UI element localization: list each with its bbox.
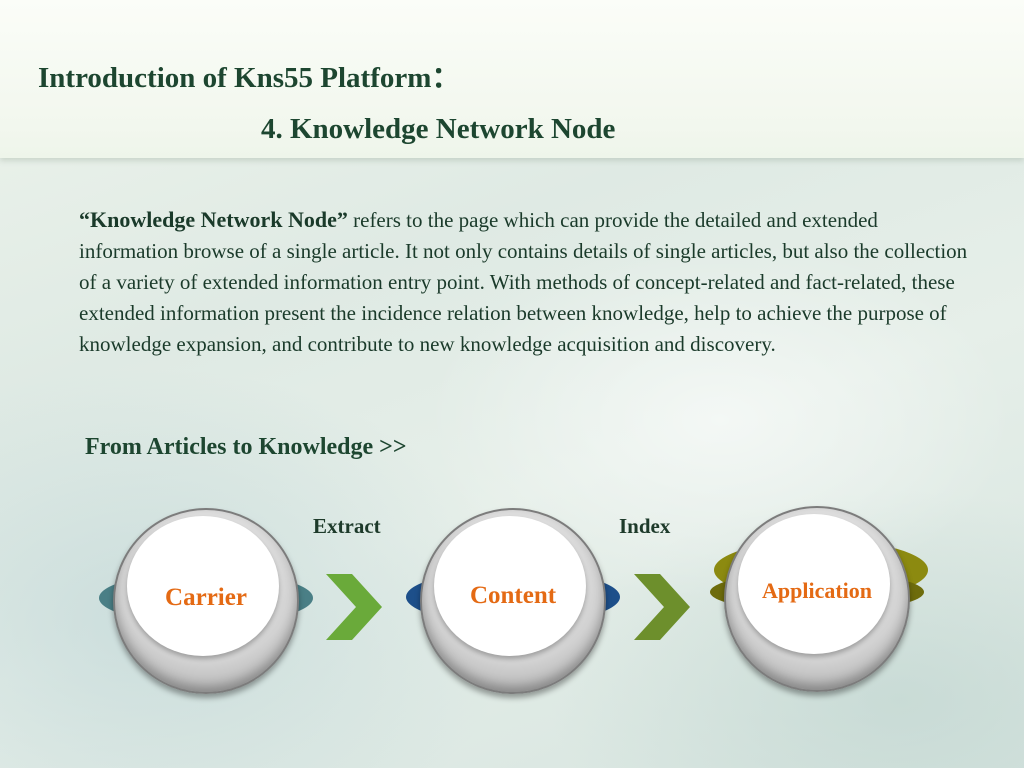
carrier-node-label: Carrier (165, 584, 247, 611)
application-node-face (738, 514, 890, 654)
index-chevron-icon (634, 574, 690, 640)
content-node: Content (406, 508, 620, 694)
carrier-node: Carrier (99, 508, 313, 694)
content-node-label: Content (469, 582, 557, 609)
application-node: Application (710, 506, 928, 692)
section-heading: From Articles to Knowledge >> (85, 434, 407, 460)
application-node-label: Application (761, 578, 873, 603)
extract-label: Extract (313, 514, 381, 538)
slide-subtitle: 4. Knowledge Network Node (261, 113, 616, 145)
carrier-node-face (127, 516, 279, 656)
slide-header (0, 0, 1024, 158)
content-node-face (434, 516, 586, 656)
paragraph-lead-term: “Knowledge Network Node” (79, 207, 348, 232)
index-label: Index (619, 514, 671, 538)
paragraph-body-text: refers to the page which can provide the… (79, 208, 968, 356)
slide-title: Introduction of Kns55 Platform： (38, 62, 461, 94)
description-paragraph: “Knowledge Network Node” refers to the p… (79, 204, 979, 360)
extract-chevron-icon (326, 574, 382, 640)
